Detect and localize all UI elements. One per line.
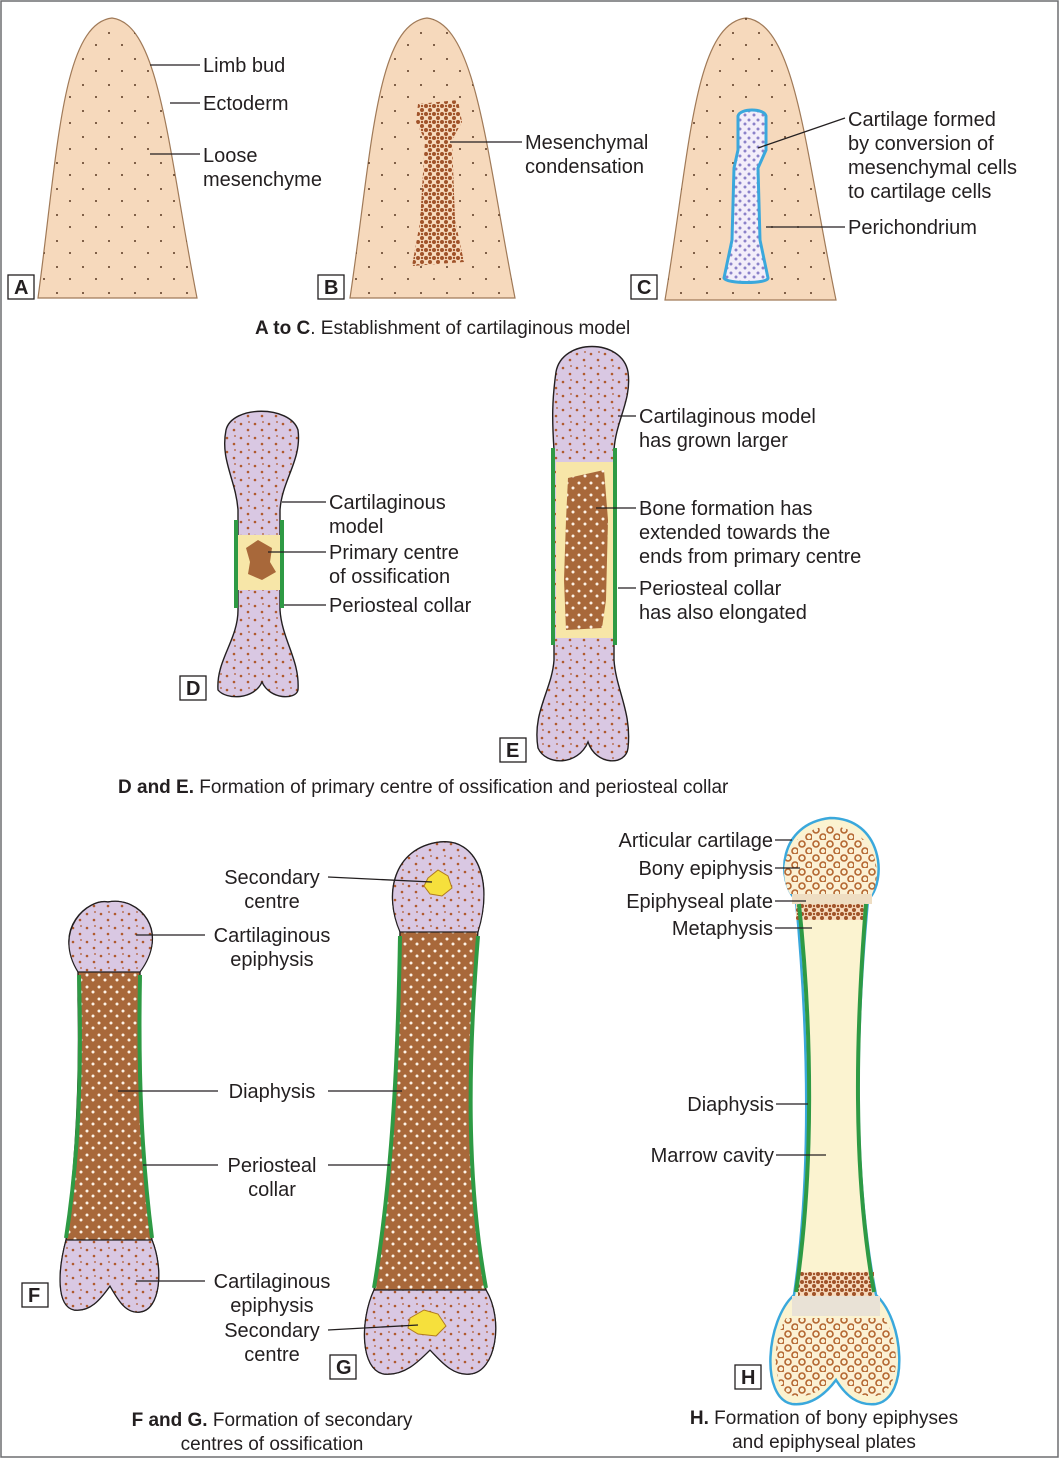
label-secondary: Secondary [224,867,320,889]
label-extended-towards: extended towards the [639,522,830,544]
caption-f-and-g-line2: centres of ossification [181,1434,364,1455]
label-loose: Loose [203,145,258,167]
label-by-conversion: by conversion of [848,133,994,155]
label-marrow-cavity: Marrow cavity [651,1145,774,1167]
label-periosteal-collar-e: Periosteal collar [639,578,782,600]
label-ectoderm: Ectoderm [203,93,289,115]
panel-letter-h: H [741,1367,755,1389]
caption-h-line2: and epiphyseal plates [732,1432,916,1453]
label-primary-centre: Primary centre [329,542,459,564]
label-cartilage-formed: Cartilage formed [848,109,996,131]
label-centre: centre [244,891,300,913]
panel-letter-c: C [637,277,651,299]
label-metaphysis: Metaphysis [672,918,773,940]
label-cartilaginous-model: Cartilaginous model [639,406,816,428]
panel-letter-d: D [186,678,200,700]
label-to-cartilage-cells: to cartilage cells [848,181,991,203]
metaphysis-h-bottom [798,1272,874,1296]
label-diaphysis-h: Diaphysis [687,1094,774,1116]
caption-f-and-g: F and G. Formation of secondary [132,1410,413,1431]
label-perichondrium: Perichondrium [848,217,977,239]
label-periosteal: Periosteal [228,1155,317,1177]
panel-letter-a: A [14,277,28,299]
panel-h: Articular cartilage Bony epiphysis Epiph… [618,818,899,1404]
panel-letter-e: E [506,740,519,762]
label-cartilaginous: Cartilaginous [214,1271,331,1293]
label-secondary: Secondary [224,1320,320,1342]
bone-formation-e [564,470,608,630]
caption-a-to-c: A to C. Establishment of cartilaginous m… [255,318,630,339]
label-ends-from-primary: ends from primary centre [639,546,861,568]
panel-c: Cartilage formed by conversion of mesenc… [631,18,1017,300]
label-limb-bud: Limb bud [203,55,285,77]
label-has-also-elongated: has also elongated [639,602,807,624]
panel-letter-f: F [28,1285,40,1307]
metaphysis-h-top [796,904,866,920]
label-bony-epiphysis: Bony epiphysis [638,858,773,880]
label-collar: collar [248,1179,296,1201]
panel-letter-g: G [336,1357,352,1379]
cartilaginous-epiphysis-f-bottom [60,1240,159,1312]
panel-g: G [328,842,496,1379]
label-diaphysis: Diaphysis [229,1081,316,1103]
label-model: model [329,516,383,538]
label-cartilaginous: Cartilaginous [214,925,331,947]
label-cartilaginous: Cartilaginous [329,492,446,514]
label-articular-cartilage: Articular cartilage [618,830,773,852]
caption-h: H. Formation of bony epiphyses [690,1408,958,1429]
epiphyseal-plate-h-top [792,894,872,904]
label-mesenchymal: Mesenchymal [525,132,648,154]
panel-b: Mesenchymal condensation B [318,18,648,299]
label-centre: centre [244,1344,300,1366]
label-has-grown-larger: has grown larger [639,430,788,452]
panel-f: F [22,901,218,1312]
panel-a: Limb bud Ectoderm Loose mesenchyme A [8,18,322,299]
panel-letter-b: B [324,277,338,299]
label-condensation: condensation [525,156,644,178]
cartilaginous-epiphysis-f-top [69,901,152,972]
label-mesenchyme: mesenchyme [203,169,322,191]
label-epiphysis: epiphysis [230,1295,313,1317]
panel-d: Cartilaginous model Primary centre of os… [180,411,472,700]
epiphyseal-plate-h-bottom [792,1296,880,1316]
label-periosteal-collar: Periosteal collar [329,595,472,617]
caption-d-and-e: D and E. Formation of primary centre of … [118,777,729,798]
bony-epiphysis-h-bottom [776,1318,896,1396]
label-epiphyseal-plate: Epiphyseal plate [626,891,773,913]
label-epiphysis: epiphysis [230,949,313,971]
panel-e: Cartilaginous model has grown larger Bon… [500,347,861,763]
label-of-ossification: of ossification [329,566,450,588]
label-mesenchymal-cells: mesenchymal cells [848,157,1017,179]
label-bone-formation: Bone formation has [639,498,812,520]
